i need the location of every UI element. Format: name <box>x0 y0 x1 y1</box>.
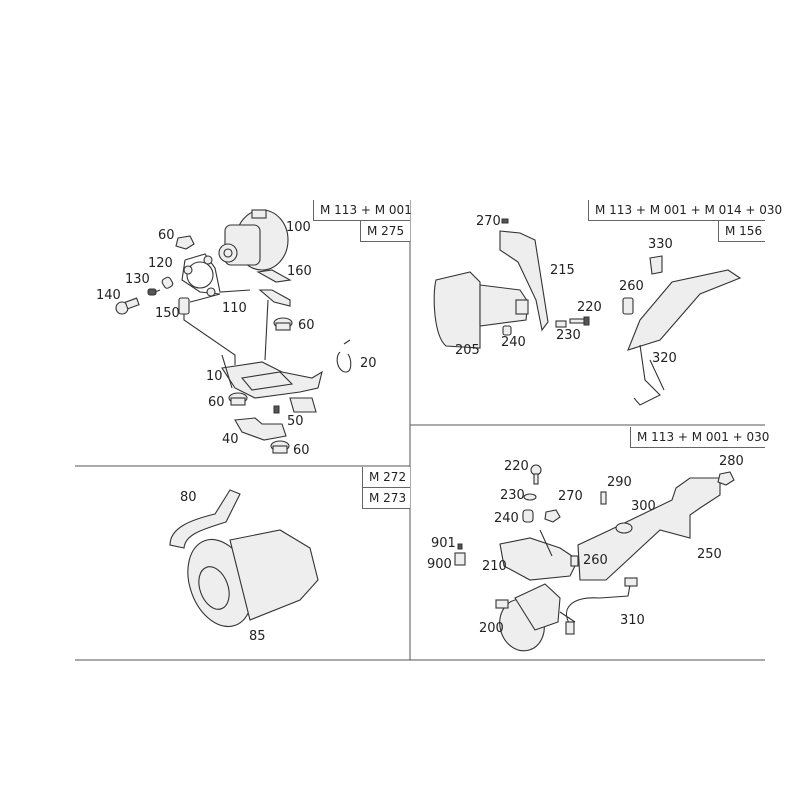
callout-240[interactable]: 240 <box>494 511 519 526</box>
callout-85[interactable]: 85 <box>249 629 266 644</box>
callout-220[interactable]: 220 <box>577 300 602 315</box>
bolt-220[interactable] <box>569 316 590 326</box>
callout-210[interactable]: 210 <box>482 559 507 574</box>
section-header-engine-code: M 272 <box>362 467 410 488</box>
callout-60[interactable]: 60 <box>298 318 315 333</box>
callout-60[interactable]: 60 <box>158 228 175 243</box>
callout-50[interactable]: 50 <box>287 414 304 429</box>
callout-130[interactable]: 130 <box>125 272 150 287</box>
callout-150[interactable]: 150 <box>155 306 180 321</box>
bracket-250[interactable] <box>577 477 721 581</box>
callout-300[interactable]: 300 <box>631 499 656 514</box>
bracket-320[interactable] <box>627 269 742 406</box>
callout-901[interactable]: 901 <box>431 536 456 551</box>
callout-160[interactable]: 160 <box>287 264 312 279</box>
callout-220[interactable]: 220 <box>504 459 529 474</box>
callout-20[interactable]: 20 <box>360 356 377 371</box>
washer-230-b[interactable] <box>523 493 537 501</box>
carrier-10[interactable] <box>221 354 323 413</box>
callout-310[interactable]: 310 <box>620 613 645 628</box>
bolt-220-b[interactable] <box>530 464 542 485</box>
valve-260-b[interactable] <box>570 555 579 567</box>
bolt-140[interactable] <box>115 297 140 315</box>
callout-270[interactable]: 270 <box>476 214 501 229</box>
nut-270-b[interactable] <box>544 509 561 523</box>
callout-290[interactable]: 290 <box>607 475 632 490</box>
callout-140[interactable]: 140 <box>96 288 121 303</box>
callout-200[interactable]: 200 <box>479 621 504 636</box>
callout-240[interactable]: 240 <box>501 335 526 350</box>
hose-80[interactable] <box>169 489 241 549</box>
callout-215[interactable]: 215 <box>550 263 575 278</box>
bushing-120[interactable] <box>161 276 174 289</box>
bracket-40[interactable] <box>234 417 287 441</box>
bolt-130[interactable] <box>147 288 161 296</box>
callout-230[interactable]: 230 <box>556 328 581 343</box>
sensor-901[interactable] <box>457 543 463 550</box>
callout-260[interactable]: 260 <box>619 279 644 294</box>
bracket-210[interactable] <box>499 529 579 581</box>
callout-900[interactable]: 900 <box>427 557 452 572</box>
section-header-engine-code: M 275 <box>360 221 410 242</box>
callout-230[interactable]: 230 <box>500 488 525 503</box>
callout-250[interactable]: 250 <box>697 547 722 562</box>
callout-60[interactable]: 60 <box>293 443 310 458</box>
bolt-290[interactable] <box>600 491 607 505</box>
grommet-60-b[interactable] <box>273 317 293 331</box>
valve-260[interactable] <box>622 297 634 315</box>
callout-40[interactable]: 40 <box>222 432 239 447</box>
callout-280[interactable]: 280 <box>719 454 744 469</box>
valve-150[interactable] <box>178 297 236 365</box>
callout-10[interactable]: 10 <box>206 369 223 384</box>
clip-20[interactable] <box>336 339 352 373</box>
air-pump-100[interactable] <box>218 209 289 271</box>
callout-100[interactable]: 100 <box>286 220 311 235</box>
section-header-engine-code: M 273 <box>362 488 410 509</box>
bolt-270-a[interactable] <box>501 218 509 224</box>
callout-120[interactable]: 120 <box>148 256 173 271</box>
bracket-215[interactable] <box>499 230 549 332</box>
grommet-60-d[interactable] <box>270 440 290 454</box>
air-pump-85[interactable] <box>176 529 319 636</box>
section-header-engine-code: M 156 <box>718 221 765 242</box>
callout-80[interactable]: 80 <box>180 490 197 505</box>
grommet-240-b[interactable] <box>522 509 534 523</box>
section-header-engine-codes: M 113 + M 001 + 030 <box>630 427 769 448</box>
callout-330[interactable]: 330 <box>648 237 673 252</box>
spacer-230[interactable] <box>555 320 567 328</box>
air-pump-205[interactable] <box>433 271 529 349</box>
bracket-160[interactable] <box>256 269 292 361</box>
callout-260[interactable]: 260 <box>583 553 608 568</box>
section-header-engine-codes: M 113 + M 001 <box>313 200 412 221</box>
stud-50[interactable] <box>273 405 280 414</box>
callout-110[interactable]: 110 <box>222 301 247 316</box>
callout-270[interactable]: 270 <box>558 489 583 504</box>
callout-320[interactable]: 320 <box>652 351 677 366</box>
callout-60[interactable]: 60 <box>208 395 225 410</box>
connector-900[interactable] <box>454 552 466 566</box>
air-pump-200[interactable] <box>494 583 561 656</box>
nut-60-a[interactable] <box>175 235 195 250</box>
bracket-110[interactable] <box>181 253 251 303</box>
nut-280[interactable] <box>717 471 735 486</box>
grommet-60-c[interactable] <box>228 392 248 406</box>
frame-lines <box>75 200 765 661</box>
grommet-240[interactable] <box>502 325 512 336</box>
valve-330[interactable] <box>649 255 663 275</box>
section-header-engine-codes: M 113 + M 001 + M 014 + 030 <box>588 200 782 221</box>
callout-205[interactable]: 205 <box>455 343 480 358</box>
wiring-harness-310[interactable] <box>559 577 638 635</box>
